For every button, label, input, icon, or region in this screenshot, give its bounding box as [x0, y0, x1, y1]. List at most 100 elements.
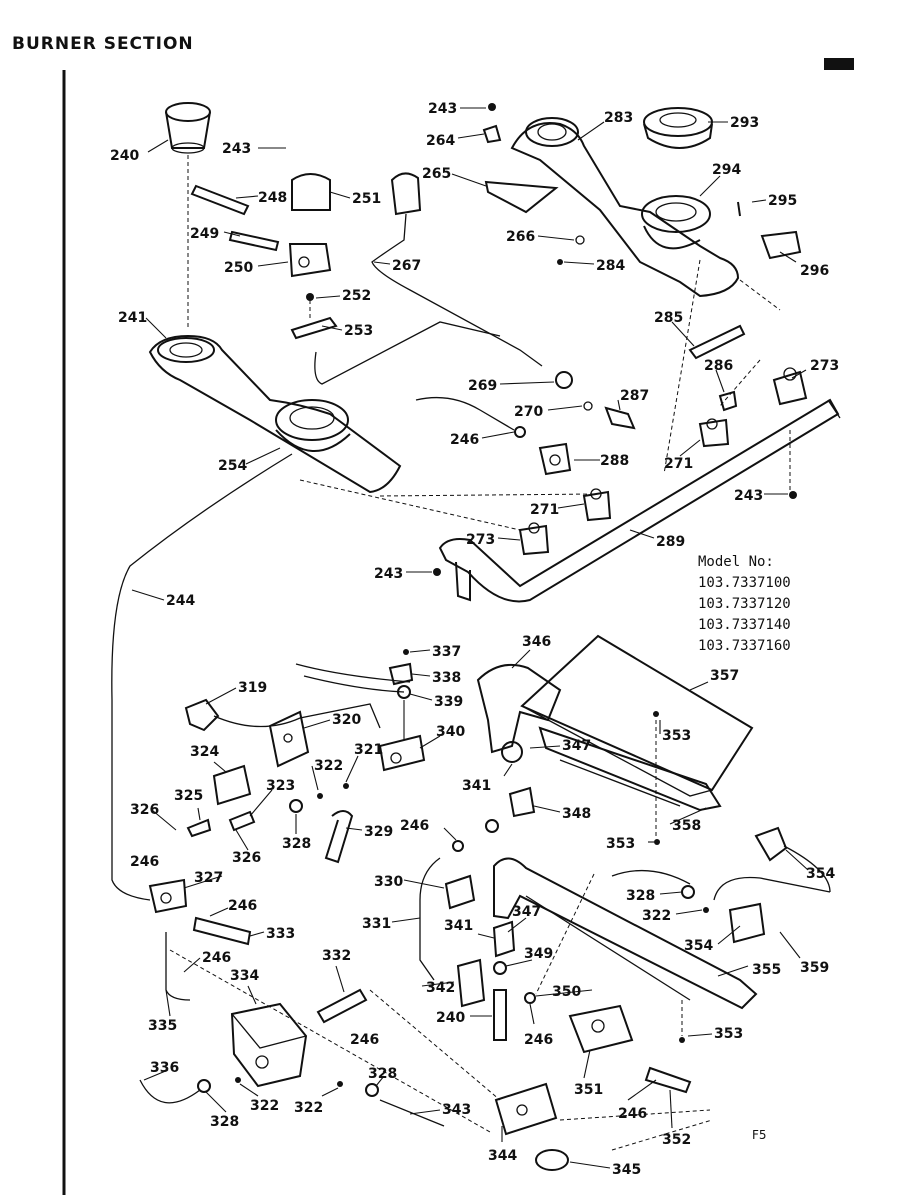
callout-248: 248: [258, 190, 287, 206]
callout-355: 355: [752, 962, 781, 978]
callout-354-bottom: 354: [684, 938, 713, 954]
callout-335: 335: [148, 1018, 177, 1034]
orifice-352: [644, 1066, 692, 1094]
callout-351: 351: [574, 1082, 603, 1098]
callout-293: 293: [730, 115, 759, 131]
callout-326-left: 326: [130, 802, 159, 818]
igniter-344: [494, 1082, 558, 1136]
sensor-354-top: [754, 826, 788, 862]
callout-246-e: 246: [202, 950, 231, 966]
callout-243-manifold: 243: [374, 566, 403, 582]
callout-346: 346: [522, 634, 551, 650]
igniter-319: [184, 698, 220, 732]
nipple-332: [316, 988, 368, 1024]
callout-347-top: 347: [562, 738, 591, 754]
callout-353-mid: 353: [606, 836, 635, 852]
callout-264: 264: [426, 133, 455, 149]
callout-251: 251: [352, 191, 381, 207]
callout-270: 270: [514, 404, 543, 420]
valve-271-right: [698, 418, 730, 448]
callout-332: 332: [322, 948, 351, 964]
valve-348: [508, 786, 536, 818]
bracket-330: [444, 874, 476, 910]
callout-269: 269: [468, 378, 497, 394]
callout-271-right: 271: [664, 456, 693, 472]
valve-250: [288, 243, 332, 278]
burner-358: [538, 726, 722, 812]
valve-271-left: [582, 488, 612, 522]
callout-345: 345: [612, 1162, 641, 1178]
clip-286: [718, 390, 738, 412]
burner-346: [476, 664, 562, 763]
callout-244: 244: [166, 593, 195, 609]
callout-353-top: 353: [662, 728, 691, 744]
callout-322-b: 322: [642, 908, 671, 924]
callout-341-top: 341: [462, 778, 491, 794]
bracket-251: [291, 173, 331, 211]
callout-342: 342: [426, 980, 455, 996]
callout-354-top: 354: [806, 866, 835, 882]
callout-250: 250: [224, 260, 253, 276]
bracket-342: [456, 958, 486, 1008]
callout-249: 249: [190, 226, 219, 242]
callout-328-c: 328: [368, 1066, 397, 1082]
model-number: 103.7337100: [698, 575, 791, 591]
callout-323: 323: [266, 778, 295, 794]
callout-288: 288: [600, 453, 629, 469]
callout-325: 325: [174, 788, 203, 804]
burner-cap-293: [643, 107, 713, 149]
manifold-289: [438, 398, 841, 603]
callout-348: 348: [562, 806, 591, 822]
callout-326-right: 326: [232, 850, 261, 866]
burner-cap-240: [165, 102, 211, 154]
page-mark: [824, 58, 854, 70]
callout-246-g: 246: [524, 1032, 553, 1048]
callout-319: 319: [238, 680, 267, 696]
valve-273-right: [772, 367, 808, 406]
model-number: 103.7337120: [698, 596, 791, 612]
callout-241: 241: [118, 310, 147, 326]
regulator-334: [230, 1002, 308, 1088]
callout-273-right: 273: [810, 358, 839, 374]
connector-287: [604, 406, 636, 430]
callout-246-f: 246: [350, 1032, 379, 1048]
burner-base-283-294: [510, 117, 740, 298]
callout-324: 324: [190, 744, 219, 760]
valve-273-left: [518, 522, 550, 556]
callout-333: 333: [266, 926, 295, 942]
burner-base-241-254: [148, 334, 402, 494]
callout-340: 340: [436, 724, 465, 740]
callout-243-top: 243: [428, 101, 457, 117]
callout-285: 285: [654, 310, 683, 326]
callout-344: 344: [488, 1148, 517, 1164]
tube-329: [324, 810, 354, 864]
callout-328-b: 328: [626, 888, 655, 904]
callout-296: 296: [800, 263, 829, 279]
callout-357: 357: [710, 668, 739, 684]
callout-287: 287: [620, 388, 649, 404]
baffle-357: [520, 634, 754, 797]
spark-285: [688, 324, 746, 360]
model-list: Model No: 103.7337100 103.7337120 103.73…: [698, 552, 791, 657]
callout-252: 252: [342, 288, 371, 304]
callout-271-left: 271: [530, 502, 559, 518]
callout-240: 240: [110, 148, 139, 164]
callout-337: 337: [432, 644, 461, 660]
callout-284: 284: [596, 258, 625, 274]
model-number: 103.7337140: [698, 617, 791, 633]
valve-341: [492, 920, 516, 958]
bracket-253: [290, 316, 338, 340]
tube-333: [192, 916, 252, 946]
spark-345: [535, 1149, 569, 1171]
callout-336: 336: [150, 1060, 179, 1076]
callout-330: 330: [374, 874, 403, 890]
callout-246-h: 246: [618, 1106, 647, 1122]
tube-249: [228, 230, 280, 252]
callout-286: 286: [704, 358, 733, 374]
callout-240-bottom: 240: [436, 1010, 465, 1026]
valve-296: [760, 230, 802, 260]
callout-321: 321: [354, 742, 383, 758]
callout-295: 295: [768, 193, 797, 209]
valve-340: [378, 734, 426, 772]
